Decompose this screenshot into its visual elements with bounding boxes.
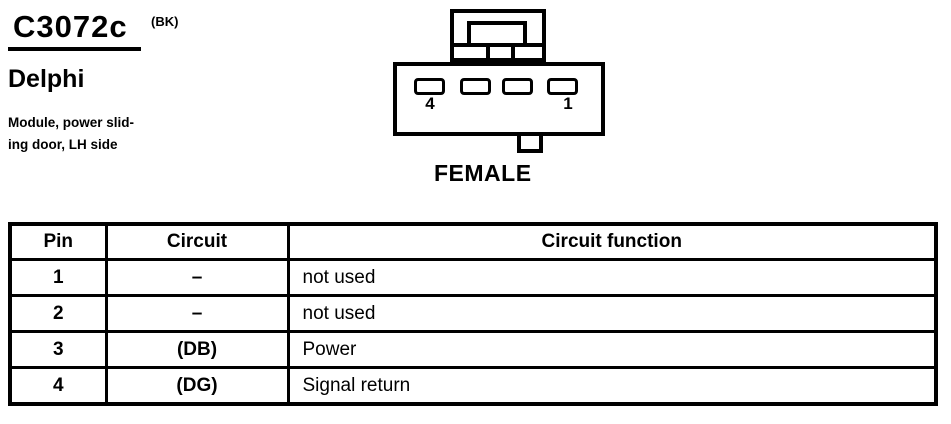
circuit-function-cell: Power xyxy=(286,330,938,369)
connector-latch-band-divider xyxy=(486,43,490,62)
connector-description-line1: Module, power slid- xyxy=(8,115,135,130)
circuit-function-cell: not used xyxy=(286,294,938,333)
connector-bottom-key-tab xyxy=(517,135,543,153)
pin-number-label-1: 1 xyxy=(563,94,573,113)
pin-cell: 2 xyxy=(8,294,108,333)
connector-pin-slot-4 xyxy=(414,78,445,95)
table-row: 4 (DG) Signal return xyxy=(8,366,938,406)
circuit-cell: (DB) xyxy=(104,330,290,369)
table-row: 2 – not used xyxy=(8,294,938,333)
table-header-row: Pin Circuit Circuit function xyxy=(8,222,938,261)
connector-vendor: Delphi xyxy=(8,65,85,93)
circuit-cell: – xyxy=(104,294,290,333)
connector-description-line2: ing door, LH side xyxy=(8,137,118,152)
column-header-pin: Pin xyxy=(8,222,108,261)
pinout-table: Pin Circuit Circuit function 1 – not use… xyxy=(8,222,938,406)
circuit-cell: (DG) xyxy=(104,366,290,406)
connector-id: C3072c xyxy=(13,9,128,44)
circuit-function-cell: not used xyxy=(286,258,938,297)
connector-id-underline xyxy=(8,47,141,51)
connector-latch-outer xyxy=(450,9,546,62)
table-row: 1 – not used xyxy=(8,258,938,297)
column-header-circuit-function: Circuit function xyxy=(286,222,938,261)
circuit-cell: – xyxy=(104,258,290,297)
connector-pin-slot-2 xyxy=(502,78,533,95)
pin-number-label-4: 4 xyxy=(425,94,435,113)
connector-color-code: (BK) xyxy=(151,14,179,29)
connector-description: Module, power slid- ing door, LH side xyxy=(8,112,134,156)
connector-pin-slot-3 xyxy=(460,78,491,95)
pin-cell: 3 xyxy=(8,330,108,369)
pin-cell: 4 xyxy=(8,366,108,406)
connector-latch-inner xyxy=(467,21,527,47)
table-row: 3 (DB) Power xyxy=(8,330,938,369)
connector-gender-label: FEMALE xyxy=(434,160,532,186)
connector-latch-band-divider xyxy=(511,43,515,62)
connector-pin-slot-1 xyxy=(547,78,578,95)
circuit-function-cell: Signal return xyxy=(286,366,938,406)
pin-cell: 1 xyxy=(8,258,108,297)
connector-body-outline xyxy=(393,62,605,136)
column-header-circuit: Circuit xyxy=(104,222,290,261)
